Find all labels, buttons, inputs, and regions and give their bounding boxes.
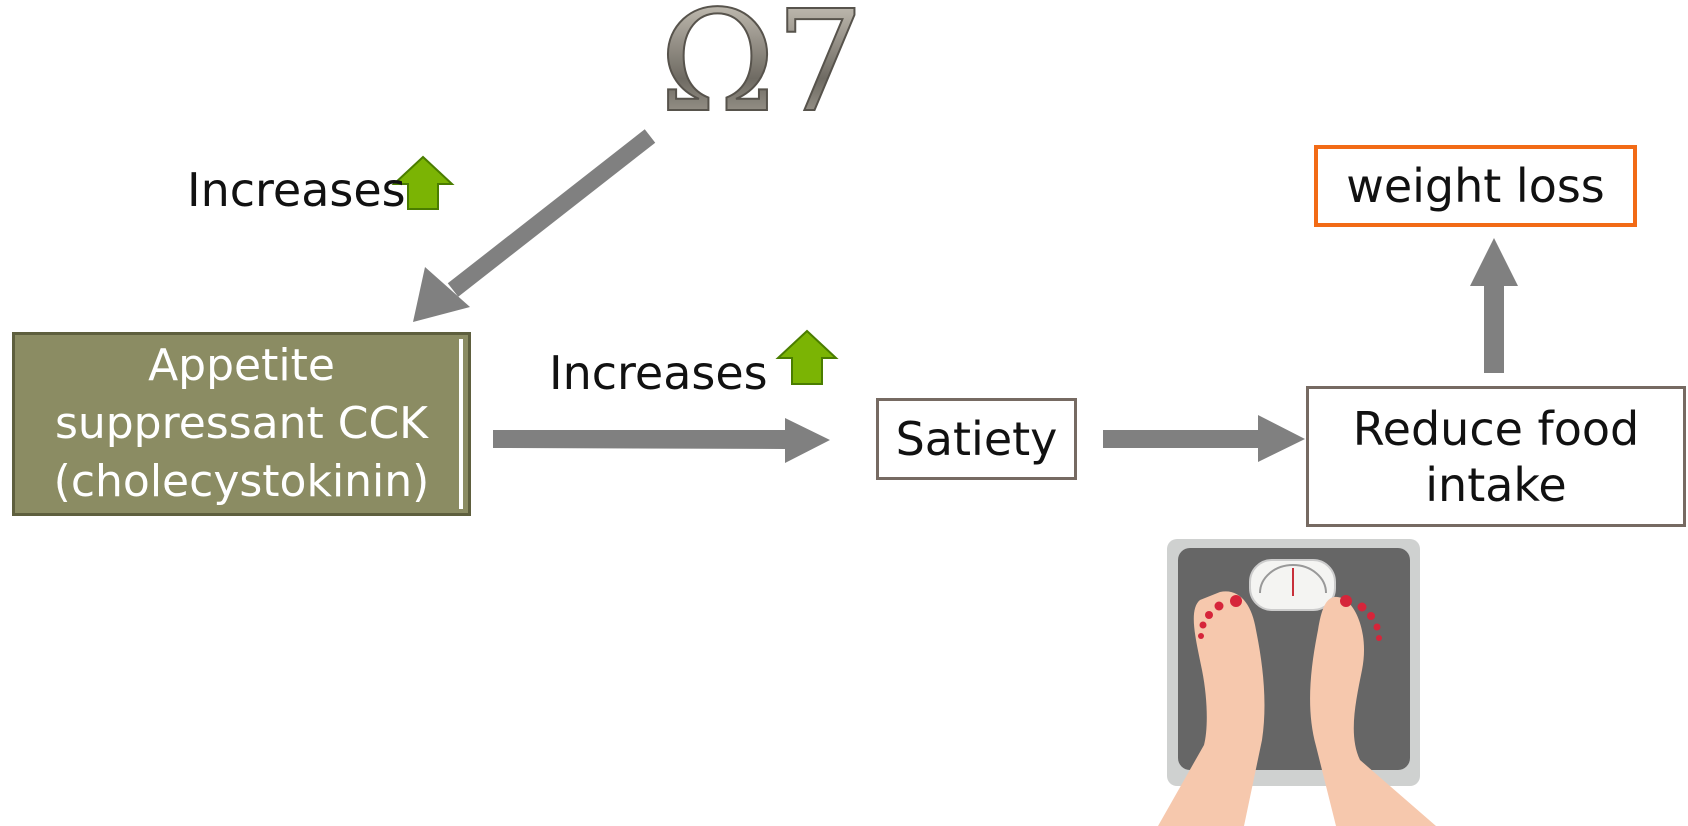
increases-label-middle: Increases [549,346,768,400]
weight-loss-box: weight loss [1314,145,1637,227]
cck-line-2: suppressant CCK [54,398,429,449]
bathroom-scale-feet-icon [1158,539,1436,826]
reduce-food-line-1: Reduce food [1352,401,1640,456]
increases-label-top: Increases [187,163,406,217]
satiety-label: Satiety [895,412,1058,466]
green-up-arrow-icon [775,329,839,385]
arrow-reduce-to-weightloss [1470,238,1518,373]
green-up-arrow-icon [391,155,455,210]
reduce-food-intake-box: Reduce food intake [1306,386,1686,527]
cck-line-1: Appetite [148,340,335,391]
arrow-omega-to-cck [413,129,656,322]
satiety-box: Satiety [876,398,1077,480]
arrow-cck-to-satiety [493,418,830,463]
omega-7-title: Ω7 [659,0,864,144]
weight-loss-label: weight loss [1346,159,1605,213]
cck-box-edge [459,339,463,509]
cck-line-3: (cholecystokinin) [53,456,430,507]
reduce-food-line-2: intake [1425,457,1567,512]
arrow-satiety-to-reduce [1103,415,1305,462]
cck-box: Appetite suppressant CCK (cholecystokini… [12,332,471,516]
